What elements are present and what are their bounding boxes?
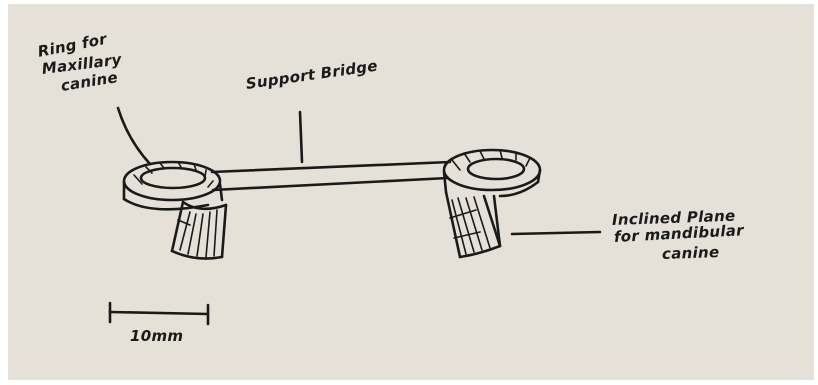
- left-ring: [124, 162, 222, 209]
- inclined-label-line-3: canine: [662, 243, 745, 263]
- left-inclined-block: [172, 202, 226, 259]
- right-ring: [444, 150, 540, 196]
- support-bridge: [212, 162, 450, 190]
- bridge-leader-line: [300, 112, 302, 162]
- right-inclined-block: [446, 192, 500, 257]
- scale-bar: [110, 303, 208, 324]
- ring-leader-line: [118, 108, 150, 164]
- ring-label: Ring for Maxillary canine: [34, 44, 122, 95]
- inclined-plane-label: Inclined Plane for mandibular canine: [612, 212, 744, 263]
- scale-bar-label: 10mm: [130, 328, 183, 345]
- inclined-leader-line: [512, 232, 600, 234]
- scale-bar-text: 10mm: [130, 328, 183, 345]
